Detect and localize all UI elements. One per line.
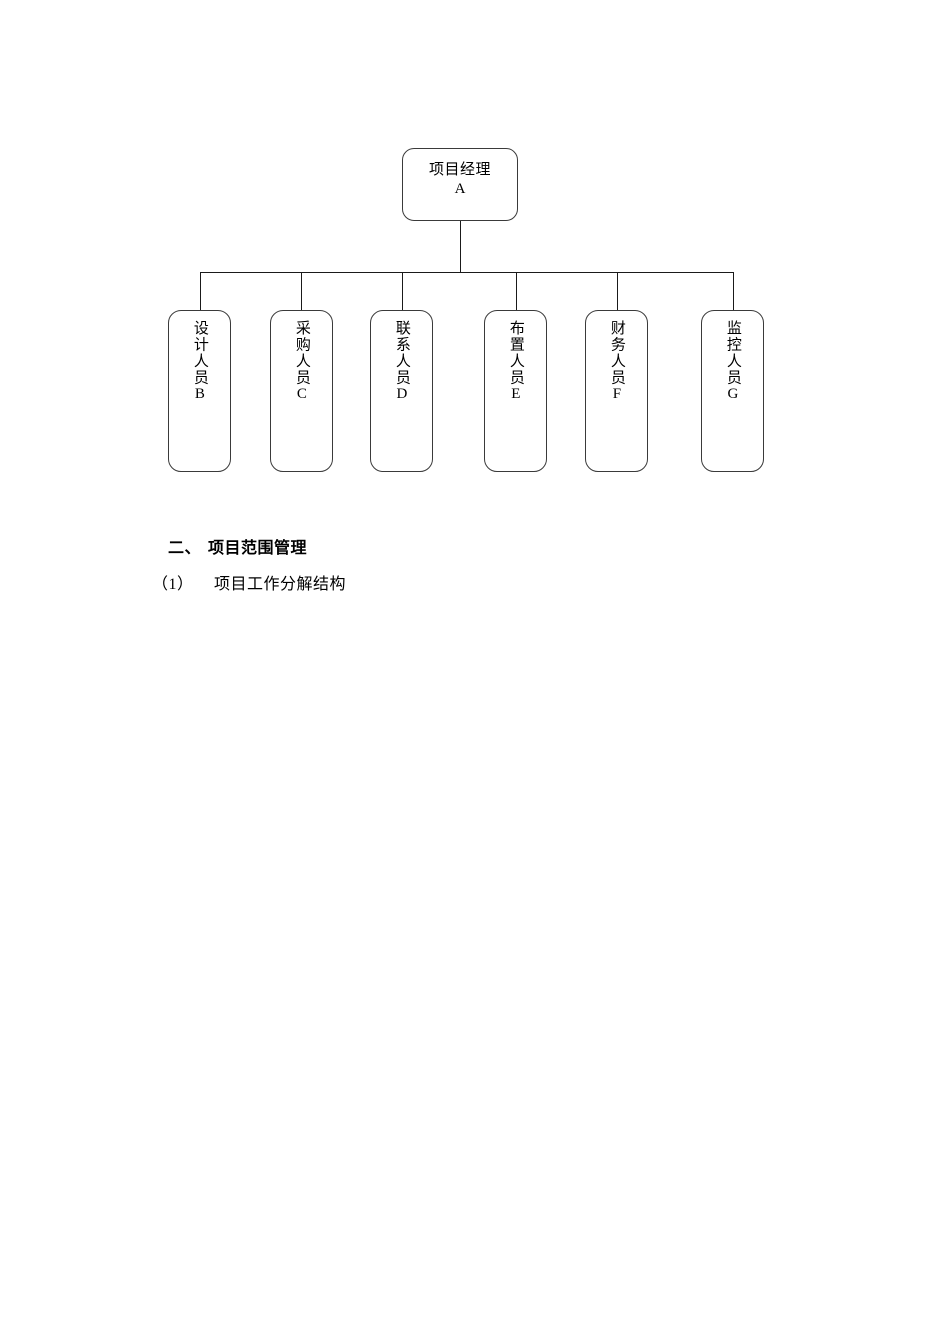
org-node-procurement-staff-code: C [293, 386, 310, 404]
section-item-title: 项目工作分解结构 [214, 576, 347, 593]
connector-stub-2 [301, 272, 302, 310]
connector-stub-1 [200, 272, 201, 310]
connector-stub-4 [516, 272, 517, 310]
org-node-liaison-staff: 联系人员 D [370, 310, 433, 472]
org-node-project-manager: 项目经理 A [402, 148, 518, 221]
org-node-procurement-staff-title: 采购人员 [293, 320, 310, 386]
connector-stub-5 [617, 272, 618, 310]
connector-horizontal-bus [200, 272, 734, 273]
section-item: （1） 项目工作分解结构 [152, 570, 346, 594]
org-node-design-staff-title: 设计人员 [191, 320, 208, 386]
section-heading-title: 项目范围管理 [208, 540, 308, 557]
org-chart-diagram: 项目经理 A 设计人员 B 采购人员 C 联系人员 D 布置人员 E [0, 0, 950, 500]
org-node-finance-staff-code: F [608, 386, 625, 404]
section-item-number: （1） [152, 576, 194, 593]
org-node-project-manager-title: 项目经理 [428, 162, 491, 178]
connector-stub-6 [733, 272, 734, 310]
org-node-finance-staff: 财务人员 F [585, 310, 648, 472]
org-node-liaison-staff-code: D [393, 386, 410, 404]
section-heading: 二、项目范围管理 [168, 534, 307, 558]
org-node-finance-staff-title: 财务人员 [608, 320, 625, 386]
org-node-setup-staff-title: 布置人员 [507, 320, 524, 386]
org-node-design-staff: 设计人员 B [168, 310, 231, 472]
connector-stub-3 [402, 272, 403, 310]
org-node-procurement-staff: 采购人员 C [270, 310, 333, 472]
org-node-design-staff-code: B [191, 386, 208, 404]
org-node-setup-staff-code: E [507, 386, 524, 404]
section-heading-number: 二、 [168, 540, 202, 557]
org-node-project-manager-code: A [454, 181, 466, 197]
connector-root-trunk [460, 221, 461, 272]
org-node-monitoring-staff: 监控人员 G [701, 310, 764, 472]
org-node-liaison-staff-title: 联系人员 [393, 320, 410, 386]
org-node-setup-staff: 布置人员 E [484, 310, 547, 472]
org-node-monitoring-staff-code: G [724, 386, 741, 404]
org-node-monitoring-staff-title: 监控人员 [724, 320, 741, 386]
